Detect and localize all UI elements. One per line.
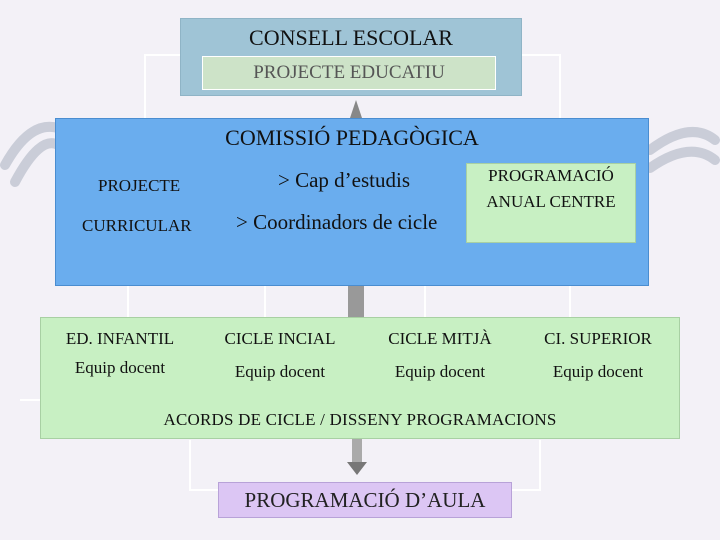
programacio-aula-box: PROGRAMACIÓ D’AULA bbox=[218, 482, 512, 518]
left-swoosh-decoration bbox=[0, 121, 63, 187]
coordinadors-cicle-label: > Coordinadors de cicle bbox=[236, 210, 438, 234]
programacio-anual-line2: ANUAL CENTRE bbox=[486, 192, 616, 211]
consell-escolar-title: CONSELL ESCOLAR bbox=[249, 25, 453, 50]
cycle-connectors bbox=[127, 286, 571, 317]
cycle-team-infantil: Equip docent bbox=[74, 358, 166, 377]
projecte-curricular-line2: CURRICULAR bbox=[82, 216, 192, 235]
cicles-box bbox=[40, 317, 680, 439]
projecte-educatiu-box: PROJECTE EDUCATIU bbox=[202, 56, 496, 90]
comissio-pedagogica-title: COMISSIÓ PEDAGÒGICA bbox=[225, 125, 479, 150]
programacio-anual-line1: PROGRAMACIÓ bbox=[488, 166, 614, 185]
cap-estudis-label: > Cap d’estudis bbox=[278, 168, 410, 192]
right-swoosh-decoration bbox=[645, 127, 720, 173]
cycle-team-mitja: Equip docent bbox=[394, 362, 486, 381]
acords-cicle-label: ACORDS DE CICLE / DISSENY PROGRAMACIONS bbox=[163, 410, 557, 429]
programacio-anual-box bbox=[466, 163, 636, 243]
cycle-team-superior: Equip docent bbox=[552, 362, 644, 381]
cycle-name-inicial: CICLE INCIAL bbox=[224, 329, 336, 348]
cycle-name-mitja: CICLE MITJÀ bbox=[388, 329, 492, 348]
cycle-team-inicial: Equip docent bbox=[234, 362, 326, 381]
cycle-name-superior: CI. SUPERIOR bbox=[544, 329, 652, 348]
cycle-name-infantil: ED. INFANTIL bbox=[65, 329, 175, 348]
projecte-curricular-line1: PROJECTE bbox=[98, 176, 181, 195]
connector-lines bbox=[20, 54, 561, 491]
central-arrow bbox=[347, 100, 367, 475]
